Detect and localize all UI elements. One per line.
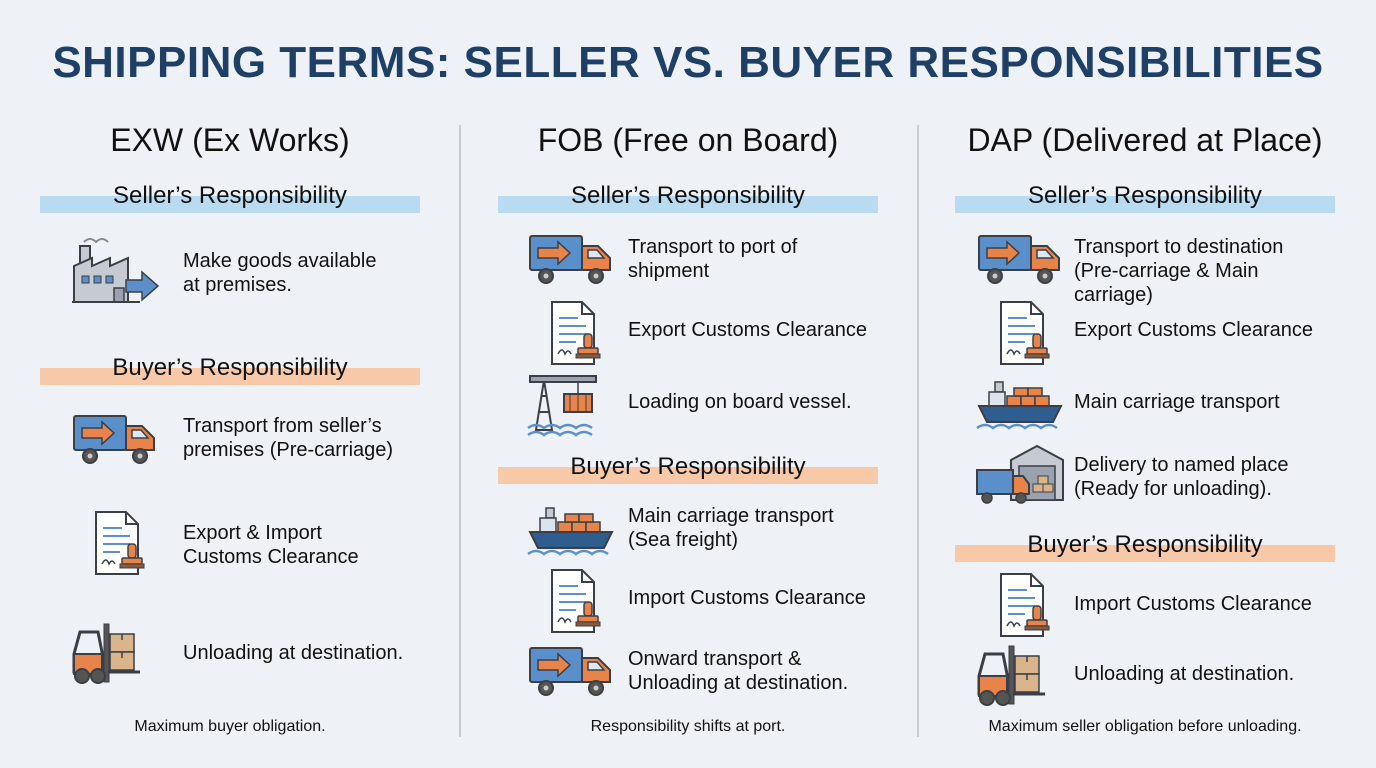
truck-icon: [975, 222, 1067, 294]
buyer-responsibility-label: Buyer’s Responsibility: [112, 354, 348, 381]
customs-document-icon: [975, 298, 1067, 370]
item-text: Transport from seller’s premises (Pre-ca…: [183, 415, 394, 461]
truck-icon: [526, 634, 618, 706]
buyer-responsibility-label: Buyer’s Responsibility: [570, 453, 806, 480]
seller-responsibility-label: Seller’s Responsibility: [571, 182, 805, 209]
item-text: Export Customs Clearance: [1074, 319, 1313, 341]
buyer-responsibility-label: Buyer’s Responsibility: [1027, 531, 1263, 558]
item-text: Make goods available at premises.: [183, 250, 377, 296]
warehouse-delivery-icon: [975, 440, 1067, 512]
column-exw: EXW (Ex Works) Seller’s Responsibility M…: [40, 0, 420, 768]
item-text: Unloading at destination.: [1074, 663, 1295, 685]
factory-icon: [70, 236, 162, 308]
column-title: EXW (Ex Works): [110, 122, 350, 158]
buyer-band: [955, 545, 1335, 562]
seller-band: [498, 196, 878, 213]
customs-document-icon: [526, 566, 618, 638]
column-fob: FOB (Free on Board) Seller’s Responsibil…: [498, 0, 878, 768]
customs-document-icon: [526, 298, 618, 370]
crane-icon: [526, 366, 618, 438]
buyer-band: [498, 467, 878, 484]
column-divider-1: [459, 125, 461, 737]
seller-band: [955, 196, 1335, 213]
column-footer: Maximum seller obligation before unloadi…: [988, 718, 1302, 735]
item-text: Import Customs Clearance: [1074, 593, 1312, 615]
item-text: Export Customs Clearance: [628, 319, 867, 341]
item-text: Transport to destination (Pre-carriage &…: [1074, 236, 1284, 306]
customs-document-icon: [975, 570, 1067, 642]
truck-icon: [70, 402, 162, 474]
item-text: Export & Import Customs Clearance: [183, 522, 359, 568]
item-text: Main carriage transport: [1074, 391, 1280, 413]
column-title: DAP (Delivered at Place): [967, 122, 1323, 158]
cargo-ship-icon: [975, 368, 1067, 440]
item-text: Loading on board vessel.: [628, 391, 852, 413]
seller-responsibility-label: Seller’s Responsibility: [113, 182, 347, 209]
item-text: Import Customs Clearance: [628, 587, 866, 609]
column-divider-2: [917, 125, 919, 737]
forklift-icon: [975, 640, 1067, 712]
item-text: Main carriage transport (Sea freight): [628, 505, 834, 551]
seller-responsibility-label: Seller’s Responsibility: [1028, 182, 1262, 209]
item-text: Unloading at destination.: [183, 642, 404, 664]
item-text: Transport to port of shipment: [628, 236, 798, 282]
seller-band: [40, 196, 420, 213]
truck-icon: [526, 222, 618, 294]
column-title: FOB (Free on Board): [537, 122, 839, 158]
column-footer: Maximum buyer obligation.: [134, 718, 326, 735]
page-title: SHIPPING TERMS: SELLER VS. BUYER RESPONS…: [52, 38, 1324, 87]
item-text: Onward transport & Unloading at destinat…: [628, 648, 849, 694]
column-dap: DAP (Delivered at Place) Seller’s Respon…: [955, 0, 1335, 768]
item-text: Delivery to named place (Ready for unloa…: [1074, 454, 1289, 500]
column-footer: Responsibility shifts at port.: [590, 718, 786, 735]
buyer-band: [40, 368, 420, 385]
cargo-ship-icon: [526, 494, 618, 566]
customs-document-icon: [70, 508, 162, 580]
forklift-icon: [70, 618, 162, 690]
